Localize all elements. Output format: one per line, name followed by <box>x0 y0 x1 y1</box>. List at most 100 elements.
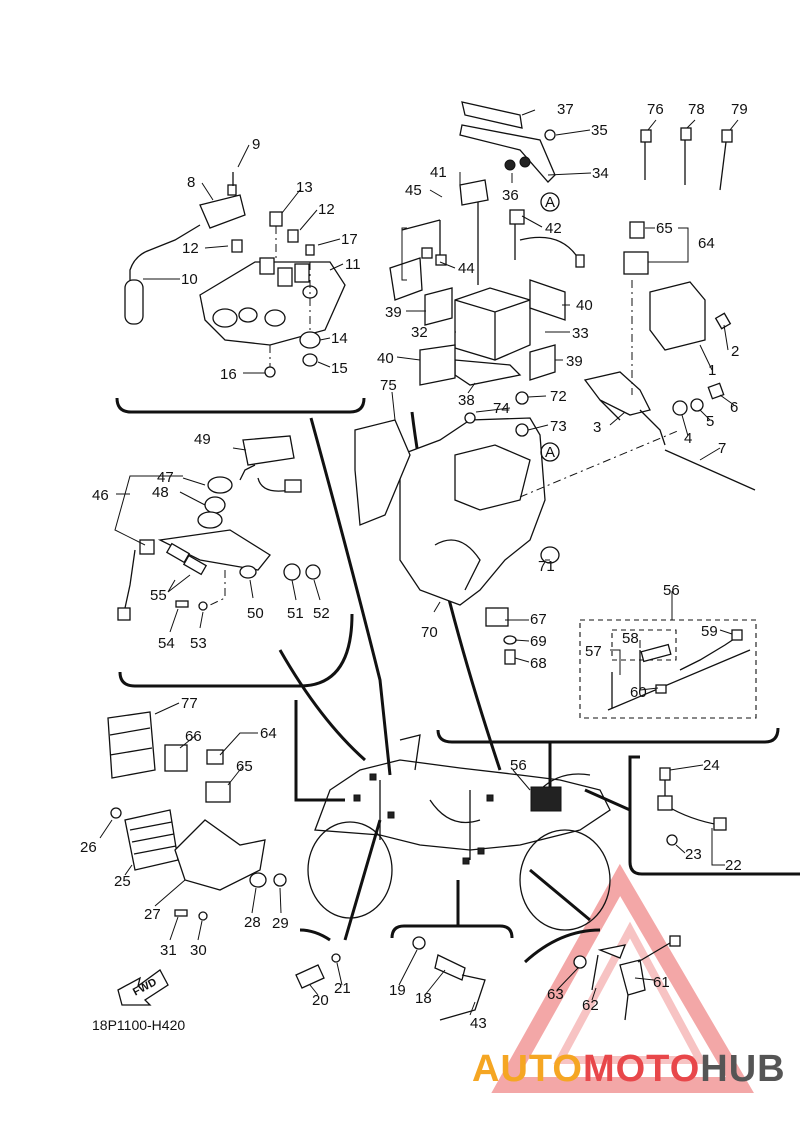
callout-75: 75 <box>380 377 397 394</box>
callout-52: 52 <box>313 605 330 622</box>
callout-40-secondary: 40 <box>377 350 394 367</box>
callout-59: 59 <box>701 623 718 640</box>
callout-46: 46 <box>92 487 109 504</box>
callout-3: 3 <box>593 419 601 436</box>
callout-2: 2 <box>731 343 739 360</box>
callout-14: 14 <box>331 330 348 347</box>
callout-65: 65 <box>656 220 673 237</box>
callout-25: 25 <box>114 873 131 890</box>
ignition-coil-group <box>124 172 346 378</box>
callout-7: 7 <box>718 440 726 457</box>
callout-32: 32 <box>411 324 428 341</box>
callout-79: 79 <box>731 101 748 118</box>
callout-71: 71 <box>538 558 555 575</box>
callout-5: 5 <box>706 413 714 430</box>
callout-35: 35 <box>591 122 608 139</box>
watermark-hub: HUB <box>700 1048 785 1090</box>
callout-34: 34 <box>592 165 609 182</box>
callout-11: 11 <box>345 256 361 273</box>
callout-10: 10 <box>181 271 198 288</box>
callout-64: 64 <box>698 235 715 252</box>
callout-labels: 1 2 3 4 5 6 7 8 9 10 11 12 12 13 14 15 1… <box>80 101 748 1032</box>
callout-72: 72 <box>550 388 567 405</box>
callout-77: 77 <box>181 695 198 712</box>
callout-44: 44 <box>458 260 475 277</box>
callout-49: 49 <box>194 431 211 448</box>
callout-9: 9 <box>252 136 260 153</box>
callout-73: 73 <box>550 418 567 435</box>
callout-41: 41 <box>430 164 447 181</box>
callout-17: 17 <box>341 231 358 248</box>
callout-40: 40 <box>576 297 593 314</box>
callout-57: 57 <box>585 643 602 660</box>
callout-37: 37 <box>557 101 574 118</box>
callout-62: 62 <box>582 997 599 1014</box>
callout-45: 45 <box>405 182 422 199</box>
callout-23: 23 <box>685 846 702 863</box>
callout-65-secondary: 65 <box>236 758 253 775</box>
callout-16: 16 <box>220 366 237 383</box>
callout-13: 13 <box>296 179 313 196</box>
callout-12-secondary: 12 <box>182 240 199 257</box>
callout-29: 29 <box>272 915 289 932</box>
callout-a-2: A <box>545 444 555 461</box>
callout-56-secondary: 56 <box>510 757 527 774</box>
callout-64-secondary: 64 <box>260 725 277 742</box>
callout-21: 21 <box>334 980 351 997</box>
callout-51: 51 <box>287 605 304 622</box>
callout-66: 66 <box>185 728 202 745</box>
callout-a-markers: A A <box>540 192 560 462</box>
callout-1: 1 <box>708 362 716 379</box>
callout-24: 24 <box>703 757 720 774</box>
watermark-moto: MOTO <box>583 1048 700 1090</box>
watermark-logo <box>491 863 754 1093</box>
callout-68: 68 <box>530 655 547 672</box>
callout-78: 78 <box>688 101 705 118</box>
callout-61: 61 <box>653 974 670 991</box>
callout-33: 33 <box>572 325 589 342</box>
callout-39: 39 <box>385 304 402 321</box>
watermark-auto: AUTO <box>472 1048 583 1090</box>
callout-76: 76 <box>647 101 664 118</box>
callout-30: 30 <box>190 942 207 959</box>
callout-60: 60 <box>630 684 647 701</box>
callout-19: 19 <box>389 982 406 999</box>
callout-56: 56 <box>663 582 680 599</box>
rectifier-group <box>107 711 287 1006</box>
atv-illustration <box>307 734 611 931</box>
harness-group <box>579 619 757 846</box>
fwd-arrow-icon <box>117 969 169 1006</box>
callout-26: 26 <box>80 839 97 856</box>
callout-4: 4 <box>684 430 692 447</box>
callout-47: 47 <box>157 469 174 486</box>
callout-48: 48 <box>152 484 169 501</box>
callout-63: 63 <box>547 986 564 1003</box>
callout-36: 36 <box>502 187 519 204</box>
callout-28: 28 <box>244 914 261 931</box>
callout-15: 15 <box>331 360 348 377</box>
callout-27: 27 <box>144 906 161 923</box>
callout-42: 42 <box>545 220 562 237</box>
callout-43: 43 <box>470 1015 487 1032</box>
callout-70: 70 <box>421 624 438 641</box>
callout-67: 67 <box>530 611 547 628</box>
diagram-code: 18P1100-H420 <box>92 1017 185 1033</box>
callout-22: 22 <box>725 857 742 874</box>
callout-55: 55 <box>150 587 167 604</box>
callout-69: 69 <box>530 633 547 650</box>
callout-53: 53 <box>190 635 207 652</box>
callout-39-secondary: 39 <box>566 353 583 370</box>
callout-58: 58 <box>622 630 639 647</box>
leader-lines <box>99 109 739 1016</box>
callout-50: 50 <box>247 605 264 622</box>
ecu-highlight <box>530 786 562 812</box>
callout-8: 8 <box>187 174 195 191</box>
callout-74: 74 <box>493 400 510 417</box>
callout-31: 31 <box>160 942 177 959</box>
battery-box-group <box>354 101 585 665</box>
callout-18: 18 <box>415 990 432 1007</box>
callout-20: 20 <box>312 992 329 1009</box>
bottom-sensors-group <box>295 935 681 1021</box>
main-switch-group <box>117 435 321 621</box>
